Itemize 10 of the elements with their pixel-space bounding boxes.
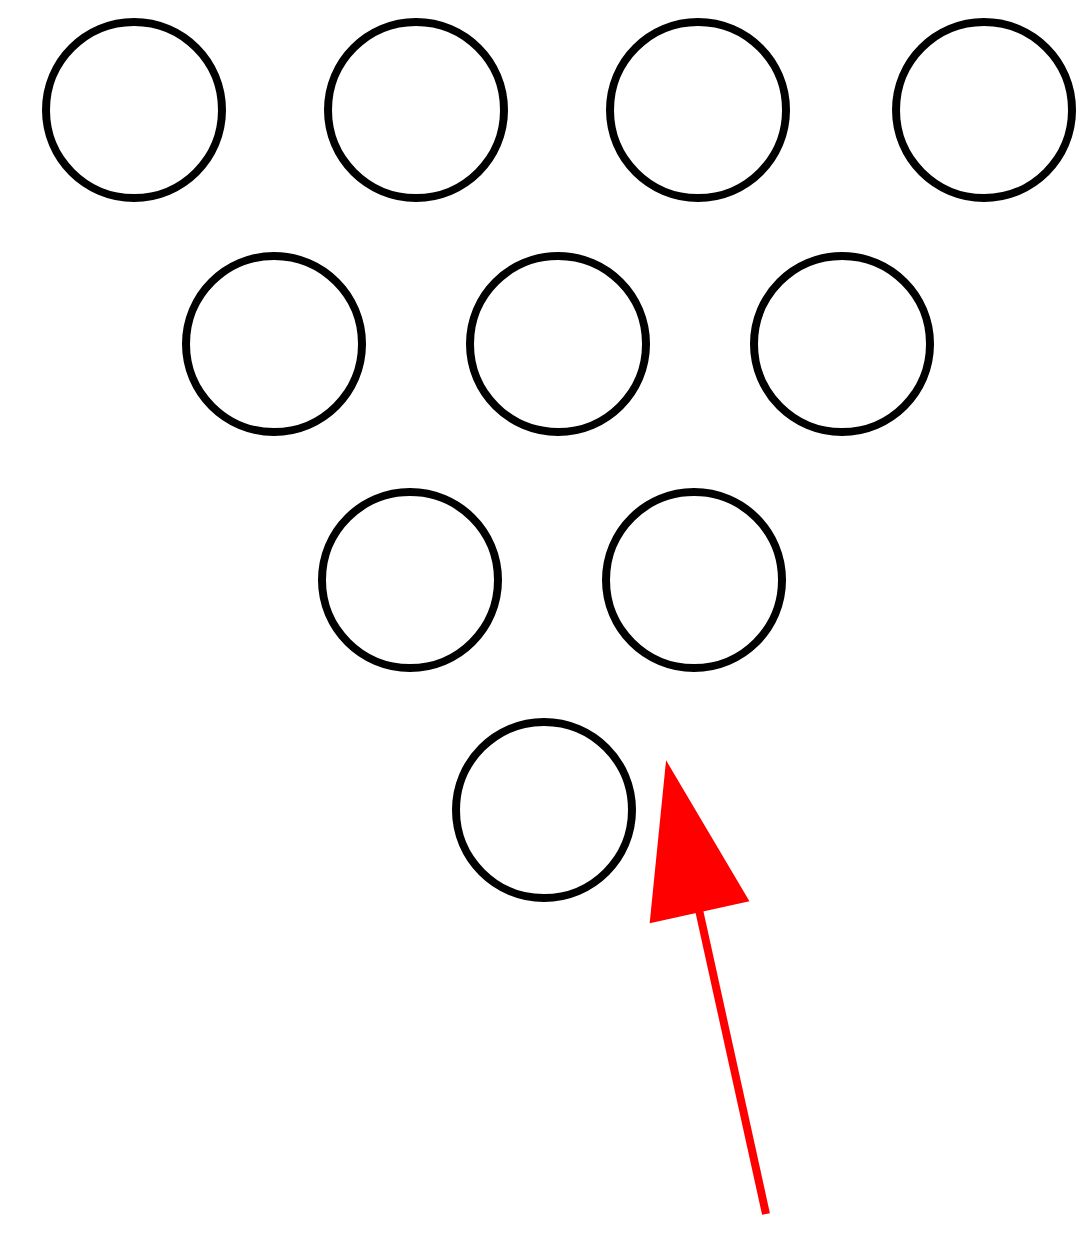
pin-circle (750, 252, 934, 436)
pin-circle (324, 18, 508, 202)
pin-circle (42, 18, 226, 202)
pin-circle (466, 252, 650, 436)
pin-circle (606, 18, 790, 202)
pin-circle (318, 488, 502, 672)
pin-circle (452, 718, 636, 902)
pin-circle (892, 18, 1076, 202)
pin-circle (602, 488, 786, 672)
pin-circle (182, 252, 366, 436)
